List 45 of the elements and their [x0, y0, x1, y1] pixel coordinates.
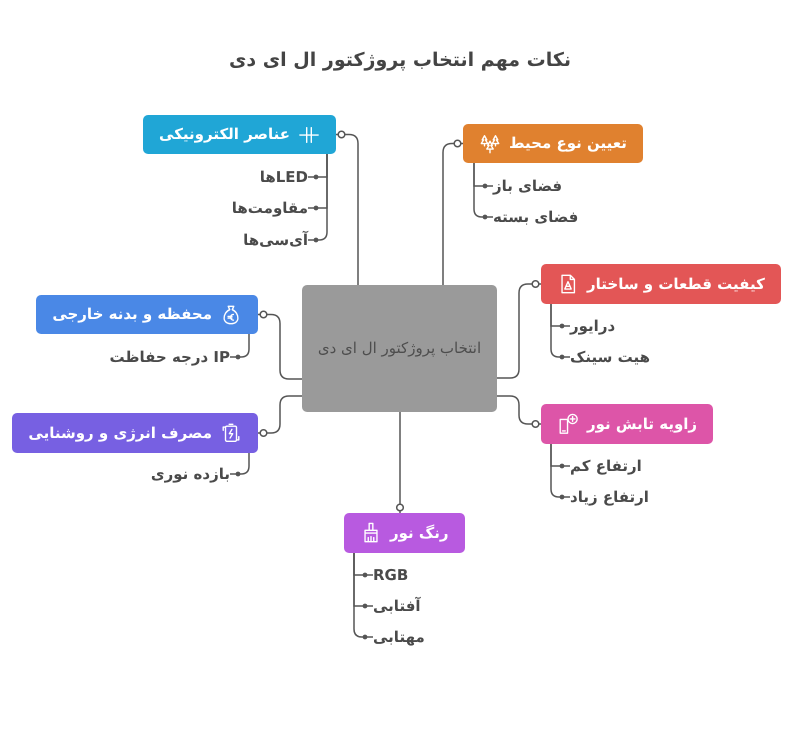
item-label: ارتفاع زیاد	[570, 485, 649, 509]
item-label: LEDها	[260, 165, 308, 189]
topic-box	[463, 124, 643, 163]
topic-box	[143, 115, 336, 154]
item-label: مقاومت‌ها	[232, 196, 308, 220]
item-label: آی‌سی‌ها	[243, 228, 308, 252]
item-label: فضای باز	[493, 174, 562, 198]
topic-label: تعیین نوع محیط	[509, 133, 627, 154]
connector-line	[230, 453, 250, 476]
topic-label: رنگ نور	[390, 522, 449, 544]
central-topic-text: انتخاب پروژکتور ال ای دی	[318, 338, 482, 359]
item-label: درایور	[570, 314, 616, 338]
connector-line	[497, 280, 541, 379]
topic-label: مصرف انرژی و روشنایی	[28, 422, 212, 444]
item-label: مهتابی	[373, 625, 425, 649]
topic-box	[344, 513, 465, 553]
connector-line	[550, 444, 570, 500]
item-label: فضای بسته	[493, 205, 578, 229]
connector-line	[336, 130, 359, 285]
topic-box	[541, 404, 714, 444]
item-label: هیت سینک	[570, 345, 650, 369]
topic-box	[12, 413, 258, 453]
item-label: IP درجه حفاظت	[109, 345, 230, 369]
connector-line	[473, 163, 493, 220]
item-label: بازده نوری	[150, 462, 230, 486]
connector-line	[258, 395, 302, 438]
connector-line	[442, 139, 463, 285]
topic-label: عناصر الکترونیکی	[159, 124, 290, 146]
connector-line	[550, 304, 570, 360]
connector-line	[353, 553, 373, 640]
connector-line	[308, 154, 328, 242]
central-topic-box	[302, 285, 497, 412]
topic-label: محفظه و بدنه خارجی	[52, 304, 212, 326]
topic-box	[541, 264, 781, 304]
connector-line	[396, 412, 404, 513]
connector-line	[497, 395, 541, 428]
connector-line	[258, 310, 302, 380]
topic-label: کیفیت قطعات و ساختار	[587, 274, 765, 295]
diagram-title: نکات مهم انتخاب پروژکتور ال ای دی	[228, 48, 572, 73]
item-label: RGB	[373, 563, 408, 587]
topic-label: زاویه تابش نور	[587, 414, 698, 435]
item-label: آفتابی	[373, 594, 421, 618]
connector-line	[230, 334, 250, 360]
topic-box	[36, 295, 258, 334]
item-label: ارتفاع کم	[570, 454, 642, 478]
